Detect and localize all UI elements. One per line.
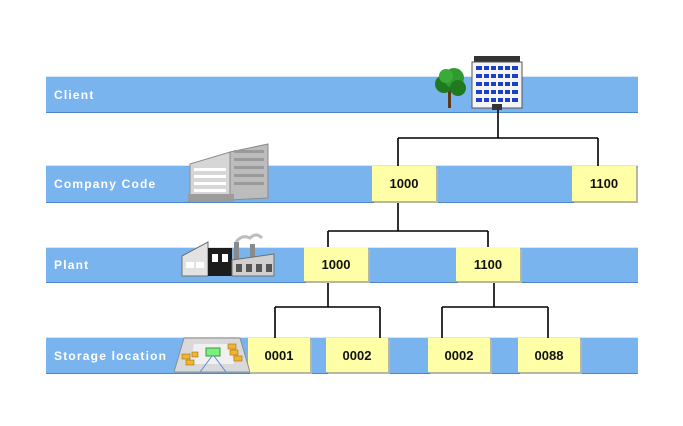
- storage-location-box-0002-a: 0002: [326, 338, 388, 372]
- office-tower-icon: [435, 56, 523, 110]
- company-code-label: Company Code: [54, 177, 157, 191]
- plant-box-1000: 1000: [304, 247, 368, 281]
- plant-label: Plant: [54, 258, 90, 272]
- storage-location-label: Storage location: [54, 348, 168, 363]
- plant-box-1100: 1100: [456, 247, 520, 281]
- company-code-value: 1100: [589, 176, 619, 191]
- storage-location-value: 0002: [444, 347, 474, 363]
- office-building-icon: [188, 143, 269, 202]
- storage-location-value: 0001: [264, 347, 294, 363]
- client-label: Client: [54, 87, 95, 102]
- connector-company-code-to-plants: [327, 201, 489, 247]
- storage-location-value: 0002: [342, 347, 372, 363]
- factory-icon: [181, 233, 275, 277]
- company-code-band: Company Code: [46, 165, 638, 203]
- storage-location-box-0001: 0001: [248, 338, 310, 372]
- connector-plant1100-to-storage: [441, 281, 549, 338]
- storage-location-box-0002-b: 0002: [428, 338, 490, 372]
- company-code-box-1000: 1000: [372, 166, 436, 201]
- company-code-box-1100: 1100: [572, 166, 636, 201]
- plant-value: 1100: [473, 256, 503, 272]
- connector-plant1000-to-storage: [274, 281, 381, 338]
- connector-client-to-company-codes: [397, 106, 599, 166]
- company-code-value: 1000: [389, 176, 419, 191]
- warehouse-icon: [174, 337, 250, 373]
- client-band: Client: [46, 76, 638, 113]
- plant-value: 1000: [321, 256, 351, 272]
- storage-location-value: 0088: [534, 347, 564, 363]
- storage-location-box-0088: 0088: [518, 338, 580, 372]
